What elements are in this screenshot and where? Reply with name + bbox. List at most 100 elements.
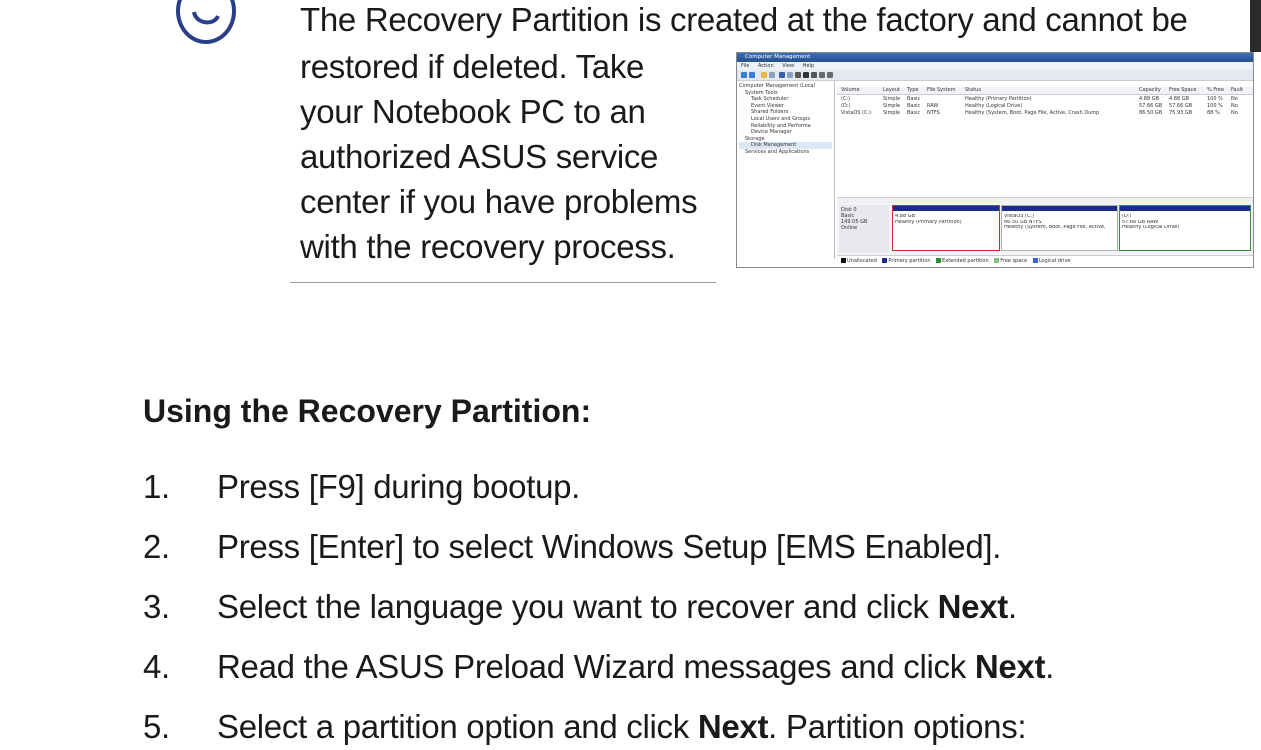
- step-text: Select the language you want to recover …: [217, 588, 938, 625]
- cell: (D:): [841, 103, 851, 109]
- step-text: Press [Enter] to select Windows Setup [E…: [217, 528, 1002, 565]
- tree-item: Storage: [745, 135, 765, 142]
- legend-label: Logical drive: [1038, 258, 1071, 264]
- col-header: File System: [927, 87, 956, 93]
- note-first-line: The Recovery Partition is created at the…: [300, 1, 1188, 38]
- note-line: center if you have problems: [300, 183, 698, 220]
- partition-cap: [1120, 206, 1250, 211]
- col-header: Fault: [1231, 87, 1243, 93]
- partition-size: 57.66 GB RAW: [1122, 219, 1159, 225]
- step-text-container: Read the ASUS Preload Wizard messages an…: [217, 647, 1054, 687]
- forward-icon: [749, 72, 755, 78]
- step-emphasis: Next: [697, 708, 769, 745]
- horizontal-scrollbar: [837, 197, 1253, 204]
- step-number: 2.: [143, 528, 170, 565]
- delete-icon: [803, 72, 809, 78]
- cell: Healthy (System, Boot, Page File, Active…: [965, 110, 1100, 116]
- disk-state: Online: [841, 225, 858, 231]
- section-heading: Using the Recovery Partition:: [143, 393, 592, 429]
- cell: No: [1231, 103, 1238, 109]
- note-text: restored if deleted. Take your Notebook …: [300, 44, 730, 269]
- cell: Basic: [907, 103, 921, 109]
- step-text-tail: .: [1045, 648, 1055, 685]
- partition-title: 4.88 GB: [895, 214, 916, 219]
- screenshot-tree: Computer Management (Local System Tools …: [737, 81, 835, 259]
- legend-swatch: [1032, 258, 1038, 263]
- disk-label: Disk 0 Basic 149.05 GB Online: [839, 205, 889, 253]
- step-text-tail: .: [1007, 588, 1017, 625]
- cell: 75.93 GB: [1169, 110, 1193, 116]
- tree-item: System Tools: [745, 89, 778, 96]
- cell: 57.66 GB: [1169, 103, 1193, 109]
- partition-cap: [893, 206, 999, 211]
- cell: Basic: [907, 96, 921, 102]
- step-number: 3.: [143, 588, 170, 625]
- partition-title: VistaOS (C:): [1004, 214, 1035, 219]
- partition-system: VistaOS (C:) 86.50 GB NTFS Healthy (Syst…: [1001, 205, 1118, 251]
- step-number: 5.: [143, 708, 170, 745]
- cell: NTFS: [927, 110, 940, 116]
- partition-status: Healthy (Primary Partition): [895, 219, 962, 225]
- tree-item: Computer Management (Local: [739, 83, 815, 89]
- note-line: with the recovery process.: [300, 228, 676, 265]
- numbered-circle-icon: [176, 0, 236, 44]
- search-icon: [827, 72, 833, 78]
- legend-swatch: [936, 258, 942, 263]
- open-icon: [819, 72, 825, 78]
- step-text-container: Select the language you want to recover …: [217, 587, 1017, 627]
- partition-primary: 4.88 GB Healthy (Primary Partition): [892, 205, 1000, 251]
- table-row: (D:) Simple Basic RAW Healthy (Logical D…: [837, 103, 1253, 109]
- partition-size: 86.50 GB NTFS: [1004, 219, 1042, 225]
- screenshot-toolbar: [737, 70, 1253, 81]
- partition-title: (D:): [1122, 214, 1132, 219]
- disk-map: Disk 0 Basic 149.05 GB Online 4.88 GB He…: [837, 203, 1253, 255]
- legend-swatch: [882, 258, 888, 263]
- screenshot-menu: File Action View Help: [737, 62, 1253, 70]
- legend-label: Unallocated: [847, 258, 877, 264]
- legend-swatch: [994, 258, 1000, 263]
- cell: Healthy (Logical Drive): [965, 103, 1023, 109]
- disk-type: Basic: [841, 213, 855, 219]
- doc-icon: [795, 72, 801, 78]
- legend-label: Extended partition: [942, 258, 989, 264]
- computer-management-screenshot: Computer Management File Action View Hel…: [736, 52, 1254, 268]
- back-icon: [741, 72, 747, 78]
- col-header: Status: [965, 87, 981, 93]
- cell: No: [1231, 110, 1238, 116]
- note-line: authorized ASUS service: [300, 138, 659, 175]
- note-line: your Notebook PC to an: [300, 93, 646, 130]
- note-divider: [290, 282, 716, 283]
- folder-icon: [761, 72, 767, 78]
- step-number: 1.: [143, 468, 170, 505]
- cell: No: [1231, 96, 1238, 102]
- volume-list: Volume Layout Type File System Status Ca…: [837, 81, 1253, 197]
- step-emphasis: Next: [937, 588, 1009, 625]
- col-header: Type: [907, 87, 919, 93]
- menu-view: View: [782, 63, 795, 69]
- screenshot-title: Computer Management: [737, 53, 1253, 62]
- properties-icon: [779, 72, 785, 78]
- tree-item: Device Manager: [751, 129, 792, 136]
- cell: Basic: [907, 110, 921, 116]
- step-text-container: Select a partition option and click Next…: [217, 707, 1027, 747]
- cell: Healthy (Primary Partition): [965, 96, 1032, 102]
- volume-list-header: Volume Layout Type File System Status Ca…: [837, 87, 1253, 95]
- cell: 86.50 GB: [1139, 110, 1163, 116]
- tree-item: Shared Folders: [751, 109, 789, 116]
- cell: 4.88 GB: [1169, 96, 1190, 102]
- partition-logical: (D:) 57.66 GB RAW Healthy (Logical Drive…: [1119, 205, 1251, 251]
- cell: VistaOS (C:): [841, 110, 872, 116]
- col-header: Capacity: [1139, 87, 1161, 93]
- cell: 88 %: [1207, 110, 1220, 116]
- cell: Simple: [883, 96, 901, 102]
- table-row: VistaOS (C:) Simple Basic NTFS Healthy (…: [837, 110, 1253, 116]
- cell: 4.88 GB: [1139, 96, 1160, 102]
- tree-item: Task Scheduler: [751, 96, 789, 103]
- step-number: 4.: [143, 648, 170, 685]
- note-line: restored if deleted. Take: [300, 48, 645, 85]
- legend-label: Primary partition: [888, 258, 931, 264]
- tree-item: Reliability and Performa: [751, 122, 811, 129]
- tree-item-selected: Disk Management: [739, 142, 832, 149]
- legend-label: Free space: [1000, 258, 1028, 264]
- col-header: Free Space: [1169, 87, 1197, 93]
